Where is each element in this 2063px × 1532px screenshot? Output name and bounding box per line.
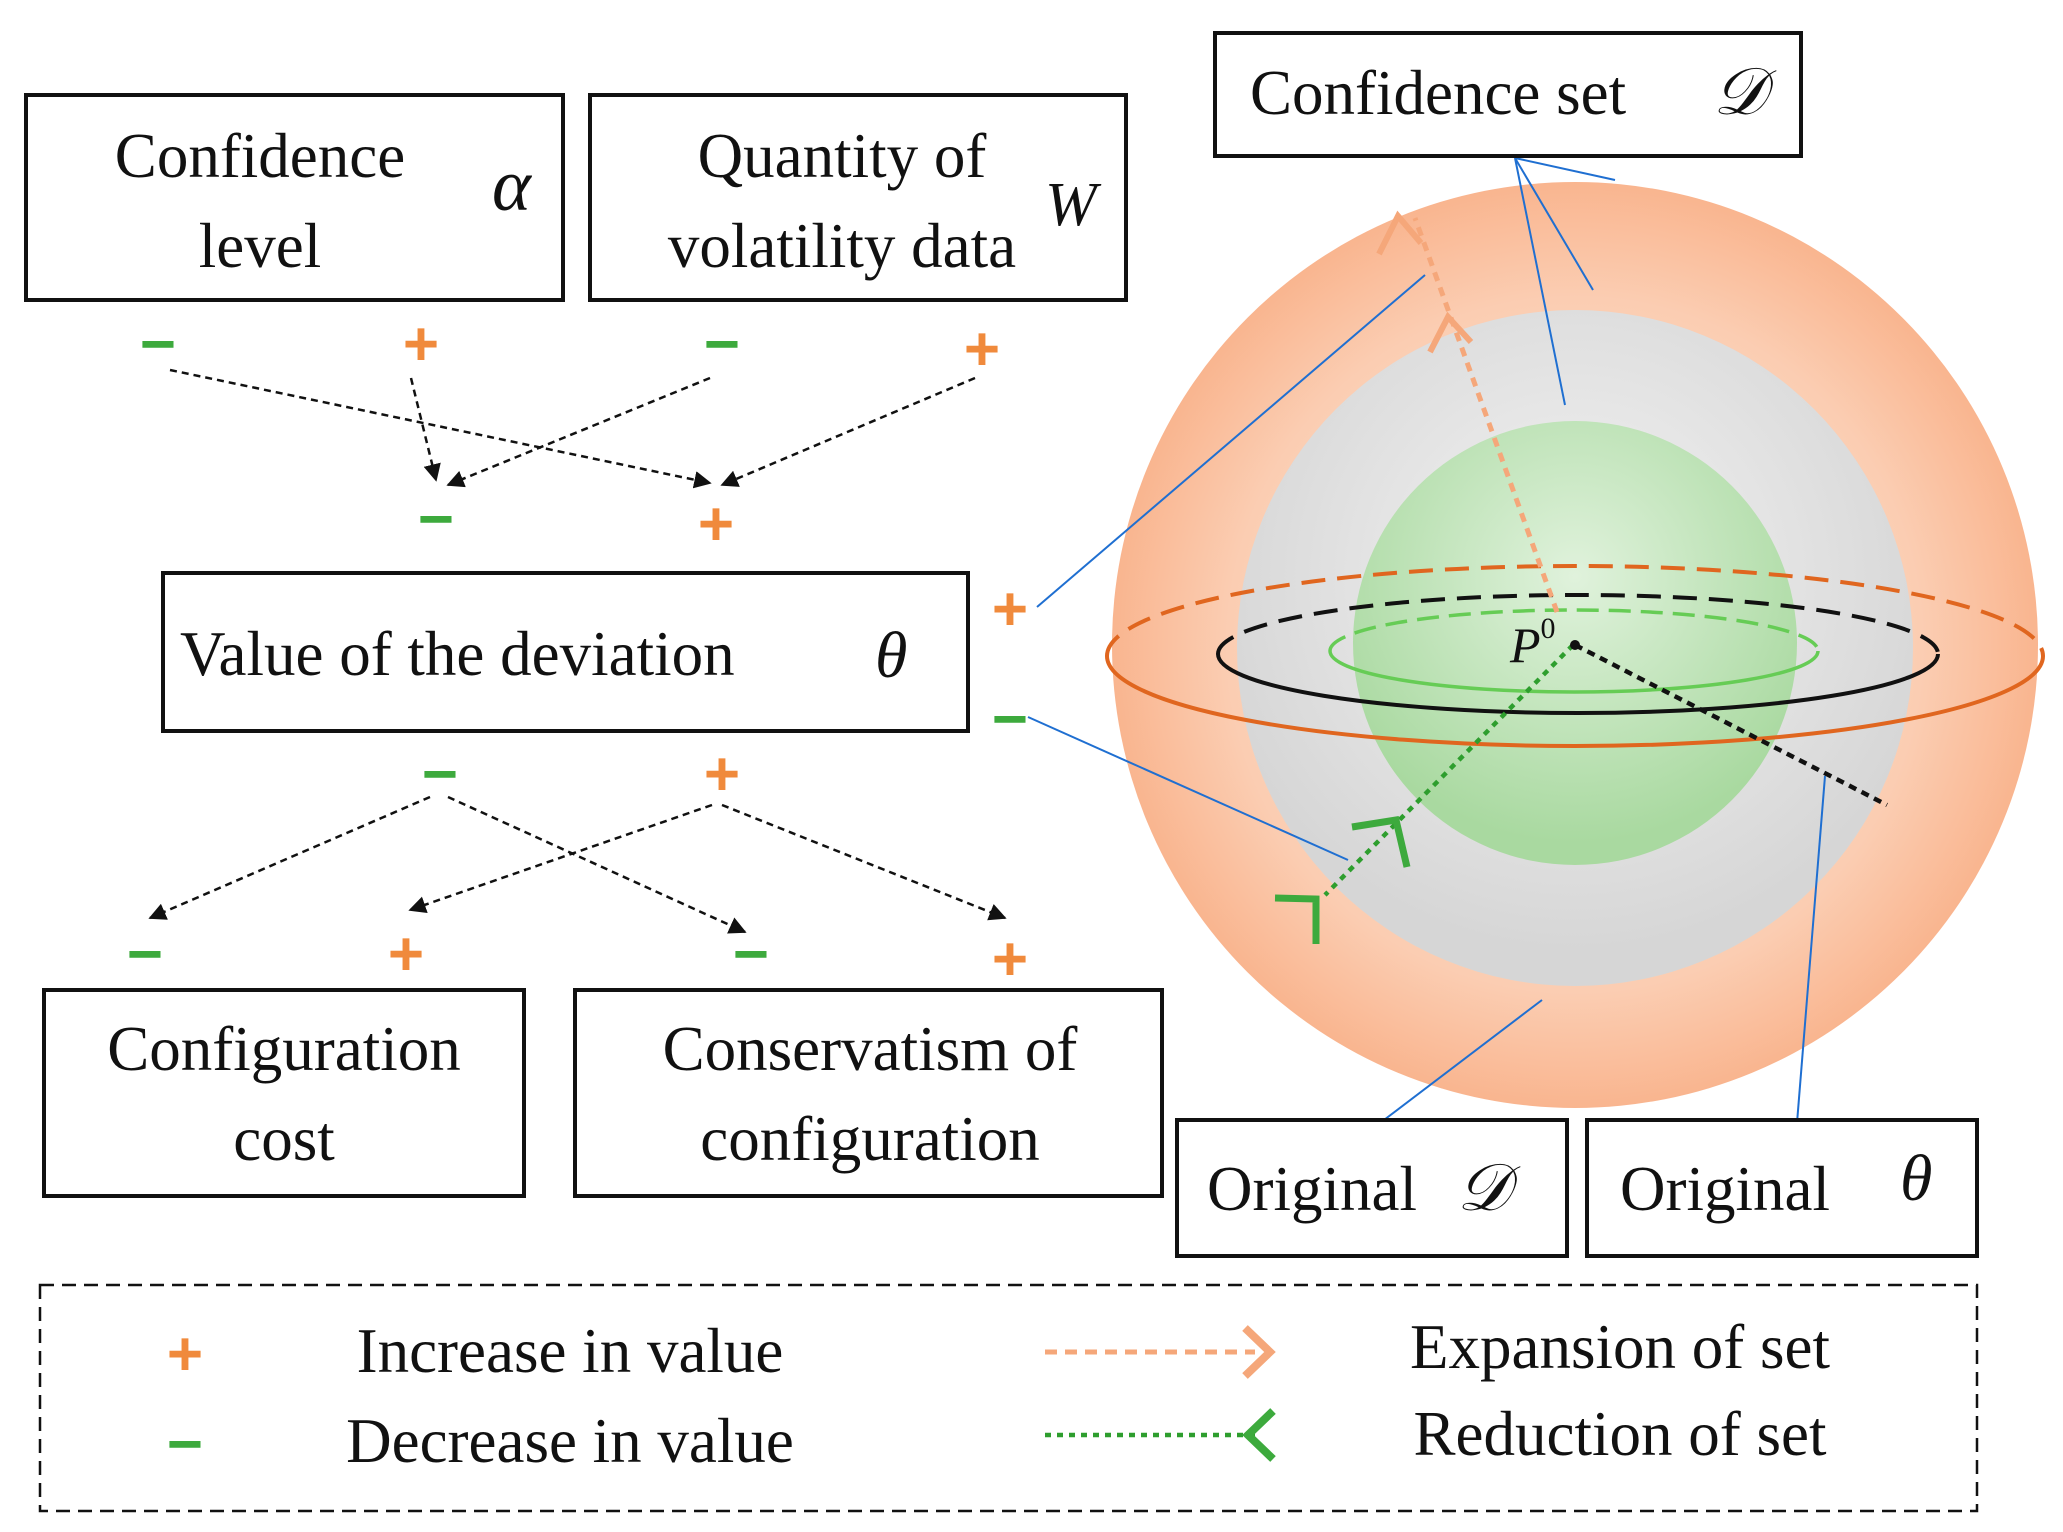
confidence-level-line1: Confidence xyxy=(115,121,405,191)
legend-plus-icon: + xyxy=(167,1320,203,1389)
confidence-sphere-group: P0 xyxy=(1027,157,2045,1124)
box-confidence-level: Confidence level α xyxy=(24,93,565,302)
minus-w-sign: − xyxy=(704,310,740,379)
config-cost-line1: Configuration xyxy=(107,1014,460,1084)
legend-reduction-chevron xyxy=(1242,1408,1276,1462)
box-conservatism: Conservatism of configuration xyxy=(573,988,1164,1198)
leader-conf-set-outer xyxy=(1514,157,1616,181)
box-confidence-set: Confidence set 𝒟 xyxy=(1213,31,1803,158)
arrow-theta-plus-to-cost-plus xyxy=(408,803,713,914)
plus-expand-sign: + xyxy=(992,575,1028,644)
arrow-alpha-minus-to-theta-plus xyxy=(169,368,712,489)
conservatism-line1: Conservatism of xyxy=(663,1014,1078,1084)
legend-frame xyxy=(38,1283,1979,1513)
conservatism-line2: configuration xyxy=(700,1104,1039,1174)
outer-theta-ring-front xyxy=(1105,655,2045,748)
reduction-chevron-inner xyxy=(1351,816,1411,868)
alpha-symbol: α xyxy=(492,145,533,227)
legend: + Increase in value − Decrease in value … xyxy=(38,1283,1979,1513)
reduction-chevron-outer xyxy=(1274,894,1320,944)
influence-arrows xyxy=(148,368,1007,934)
leader-conf-set-mid xyxy=(1514,157,1566,406)
minus-alpha-sign: − xyxy=(140,310,176,379)
confidence-set-label: Confidence set xyxy=(1250,58,1627,128)
box-deviation: Value of the deviation θ xyxy=(161,571,970,733)
legend-reduction-label: Reduction of set xyxy=(1414,1399,1827,1469)
box-original-theta: Original θ xyxy=(1585,1118,1979,1258)
leader-original-theta xyxy=(1796,775,1826,1124)
confidence-level-line2: level xyxy=(199,211,321,281)
reduced-theta-ring-front xyxy=(1328,650,1820,694)
config-cost-line2: cost xyxy=(233,1104,335,1174)
legend-expansion-label: Expansion of set xyxy=(1410,1312,1830,1382)
center-point-p0 xyxy=(1570,640,1580,650)
original-theta-ring-back xyxy=(1216,593,1940,655)
original-d-label: Original xyxy=(1207,1154,1417,1224)
leader-original-d xyxy=(1379,999,1543,1124)
reduced-theta-ring-back xyxy=(1328,608,1820,652)
arrow-theta-minus-to-conservatism-minus xyxy=(447,795,747,934)
outer-theta-ring-back xyxy=(1105,564,2045,657)
volatility-line1: Quantity of xyxy=(698,121,987,191)
expansion-chevron-outer xyxy=(1376,210,1424,256)
minus-theta-input-sign: − xyxy=(418,485,454,554)
arrow-theta-plus-to-conservatism-plus xyxy=(721,803,1007,921)
legend-decrease-label: Decrease in value xyxy=(346,1406,794,1476)
plus-cost-sign: + xyxy=(388,920,424,989)
deviation-label: Value of the deviation xyxy=(180,619,735,689)
plus-theta-output-sign: + xyxy=(704,740,740,809)
plus-alpha-sign: + xyxy=(403,310,439,379)
box-volatility-data: Quantity of volatility data W xyxy=(588,93,1128,302)
original-theta-symbol: θ xyxy=(1900,1142,1932,1215)
box-config-cost: Configuration cost xyxy=(42,988,526,1198)
minus-conservatism-sign: − xyxy=(733,920,769,989)
original-theta-ring-front xyxy=(1216,653,1940,715)
leader-lines xyxy=(1027,157,1826,1124)
legend-minus-icon: − xyxy=(167,1410,203,1479)
legend-increase-label: Increase in value xyxy=(357,1316,784,1386)
expansion-chevron-inner xyxy=(1427,311,1474,354)
arrow-alpha-plus-to-theta-minus xyxy=(409,377,441,482)
arrow-w-plus-to-theta-plus xyxy=(720,376,976,487)
plus-conservatism-sign: + xyxy=(992,925,1028,994)
expansion-path-line xyxy=(1412,217,1560,613)
leader-minus-reduce xyxy=(1027,716,1349,861)
theta-radius-line xyxy=(1573,642,1889,808)
minus-cost-sign: − xyxy=(127,920,163,989)
theta-symbol: θ xyxy=(875,619,907,692)
plus-w-sign: + xyxy=(964,315,1000,384)
box-original-d: Original 𝒟 xyxy=(1175,1118,1569,1258)
leader-conf-set-outer2 xyxy=(1514,157,1594,291)
reduction-path-line xyxy=(1323,643,1575,897)
legend-expansion-chevron xyxy=(1242,1325,1276,1379)
w-symbol: W xyxy=(1045,171,1102,239)
arrow-w-minus-to-theta-minus xyxy=(446,376,711,488)
plus-theta-input-sign: + xyxy=(698,490,734,559)
original-theta-label: Original xyxy=(1620,1154,1830,1224)
arrow-theta-minus-to-cost-minus xyxy=(148,795,431,920)
minus-reduce-sign: − xyxy=(992,685,1028,754)
center-point-label: P0 xyxy=(1509,612,1556,673)
leader-plus-expand xyxy=(1036,274,1426,608)
signs-top: − + − + − + + − − + − + − + xyxy=(127,310,1028,994)
volatility-line2: volatility data xyxy=(668,211,1016,281)
